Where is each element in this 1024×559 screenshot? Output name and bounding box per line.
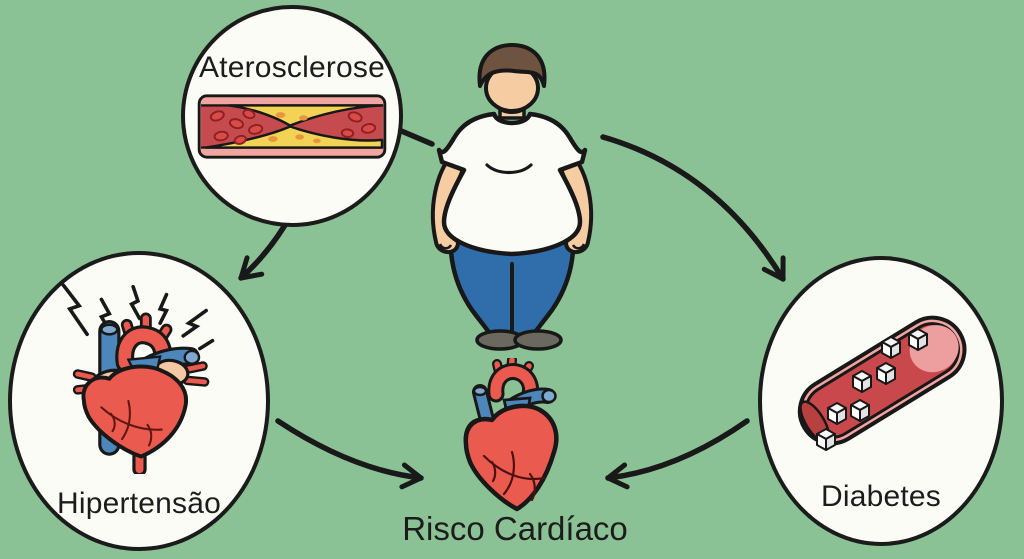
risco-cardiaco-label: Risco Cardíaco: [402, 510, 628, 547]
arrow-hipertensao-to-risco: [275, 418, 424, 490]
shoe-right: [513, 329, 563, 351]
aterosclerose-label: Aterosclerose: [198, 51, 385, 84]
sugar-blood-vessel-icon: [797, 315, 967, 451]
sugar-cubes: [816, 328, 928, 451]
connector-aterosclerose-to-person: [396, 127, 435, 147]
hair: [477, 43, 547, 88]
aterosclerose-bubble: Aterosclerose: [181, 5, 403, 227]
diabetes-label: Diabetes: [820, 480, 941, 513]
lightning-bolts-icon: [61, 283, 215, 351]
t-shirt: [436, 111, 588, 257]
hipertensao-label: Hipertensão: [57, 487, 221, 520]
risco-cardiaco-heart-icon: [463, 358, 559, 512]
stressed-heart-icon: [61, 283, 215, 474]
arrow-person-to-diabetes: [600, 134, 786, 282]
clogged-artery-icon: [197, 94, 387, 159]
obese-person-icon: [430, 43, 594, 351]
arrow-diabetes-to-risco: [605, 418, 750, 490]
